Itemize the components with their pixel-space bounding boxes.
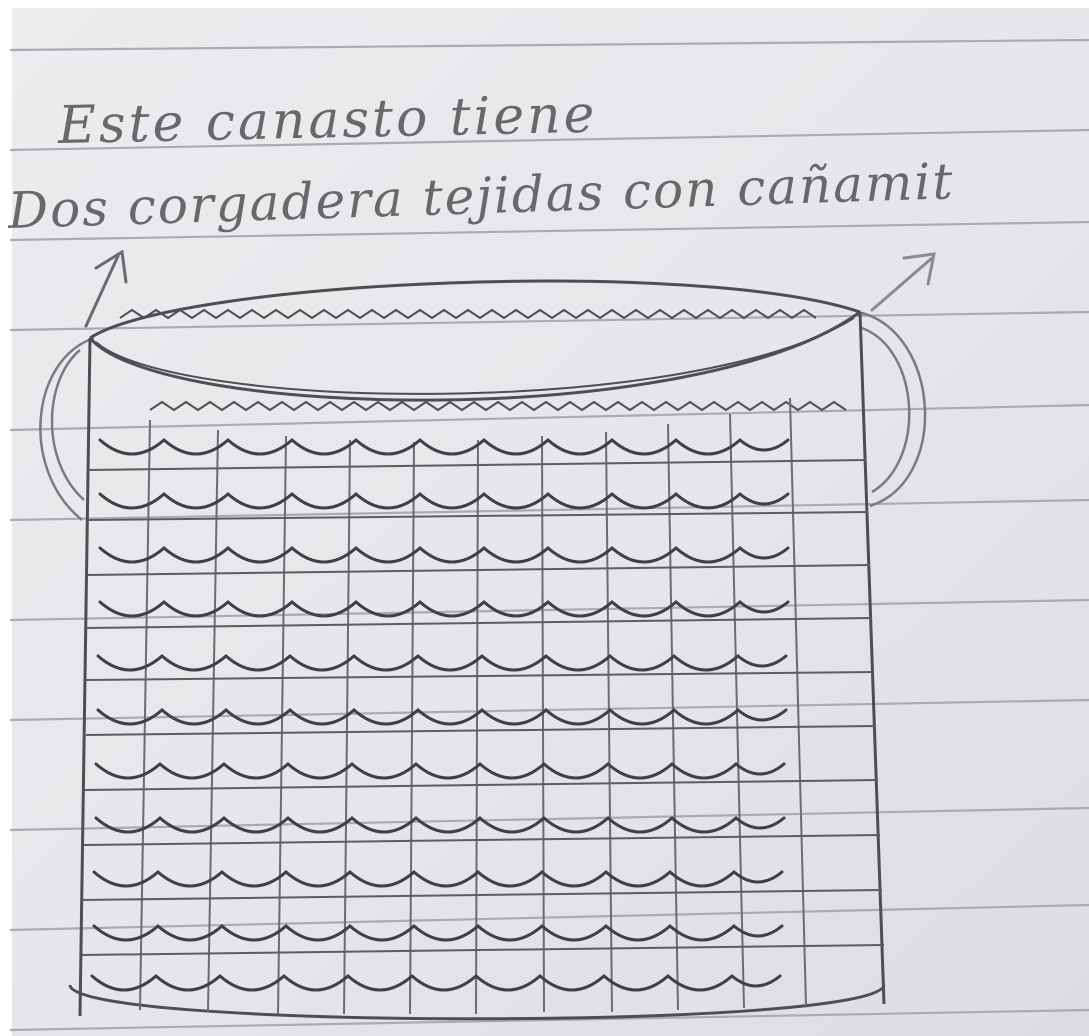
basket-rim bbox=[88, 279, 861, 402]
rim-zigzag bbox=[119, 308, 847, 412]
basket-scallop-pattern bbox=[90, 438, 790, 992]
page-edge-top bbox=[0, 0, 1089, 8]
arrow-up-right-icon bbox=[870, 252, 936, 312]
caption-line-1: Este canasto tiene bbox=[57, 84, 598, 156]
basket-body-outline bbox=[68, 311, 886, 1021]
basket-horizontal-rows bbox=[81, 459, 885, 956]
basket-handles bbox=[39, 310, 927, 521]
page-edge-left bbox=[0, 0, 12, 1036]
arrow-up-right-icon bbox=[84, 249, 128, 328]
